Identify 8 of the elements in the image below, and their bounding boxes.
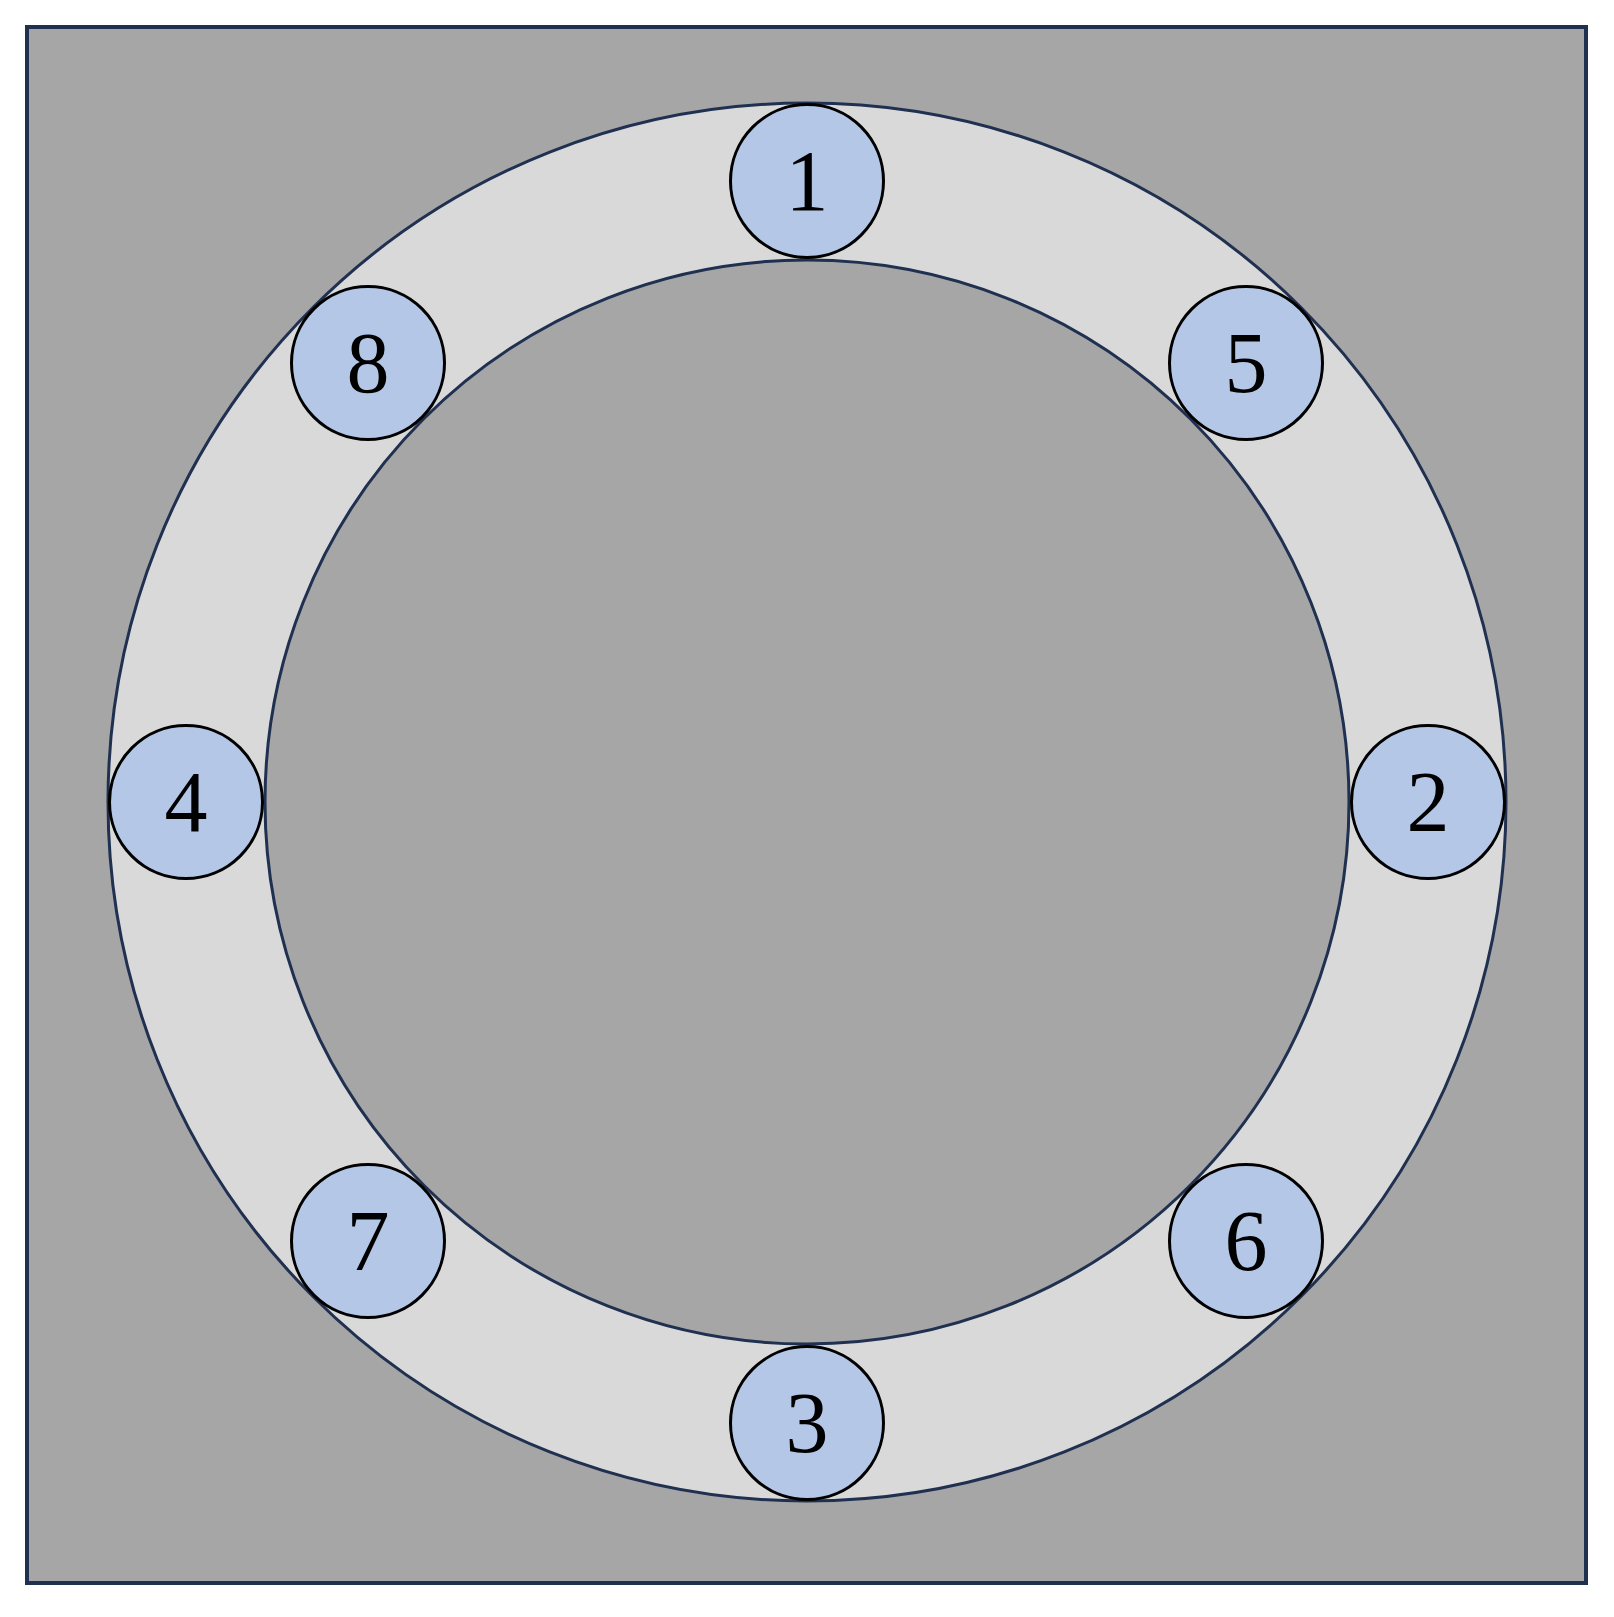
circle-number: 4	[164, 759, 208, 845]
circle-number: 1	[785, 138, 829, 224]
circle-number: 2	[1406, 759, 1450, 845]
circle-number: 3	[785, 1380, 829, 1466]
circle-number: 6	[1224, 1198, 1268, 1285]
circle-number: 5	[1224, 319, 1268, 406]
circle-number: 8	[346, 319, 390, 406]
circle-number: 7	[346, 1198, 390, 1285]
